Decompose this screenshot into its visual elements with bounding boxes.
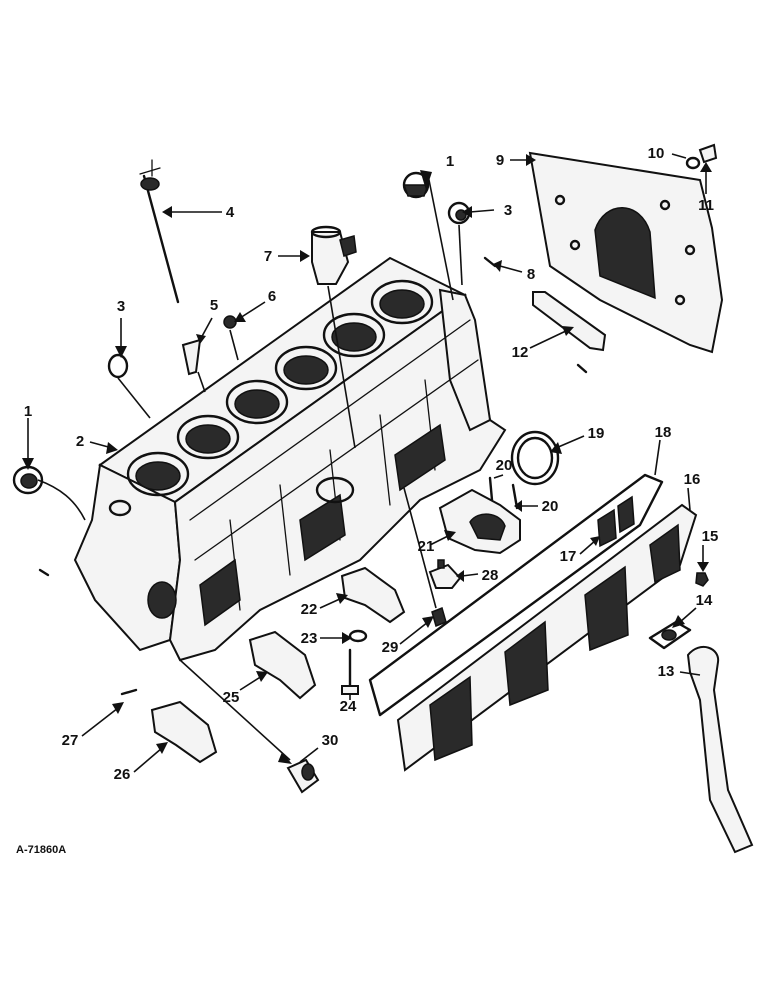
dowel-pin-upper	[483, 256, 497, 268]
callout-3-right: 3	[504, 202, 512, 219]
callout-5: 5	[210, 297, 218, 314]
water-outlet-housing	[310, 225, 357, 285]
callout-16: 16	[684, 471, 701, 488]
cylinder-block	[73, 256, 507, 662]
callout-8: 8	[527, 266, 535, 283]
dipstick-tube	[181, 338, 202, 376]
callout-6: 6	[268, 288, 276, 305]
callout-26: 26	[114, 766, 131, 783]
callout-9: 9	[496, 152, 504, 169]
callout-18: 18	[655, 424, 672, 441]
rear-bearing-cap	[438, 488, 521, 555]
bolt-left	[488, 476, 494, 502]
main-bearing-bolt	[341, 648, 359, 695]
callout-13: 13	[658, 663, 675, 680]
side-cover-gasket	[368, 473, 664, 717]
callout-1-upper: 1	[446, 153, 454, 170]
cap-screw	[698, 143, 718, 164]
callout-22: 22	[301, 601, 318, 618]
callout-labels: 1 1 2 3 3 4 5 6 7 8 9 10 11 12 13 14 15 …	[24, 145, 719, 783]
dowel-pin-left	[38, 568, 50, 577]
callout-29: 29	[382, 639, 399, 656]
callout-23: 23	[301, 630, 318, 647]
dowel-pin-lower	[576, 363, 588, 374]
rear-plate	[528, 151, 724, 354]
breather-tube	[686, 645, 754, 854]
callout-20-left: 20	[496, 457, 513, 474]
dowel	[120, 688, 138, 696]
reinforcing-strip	[532, 291, 607, 352]
rear-seal-ring	[510, 430, 560, 486]
callout-21: 21	[418, 538, 435, 555]
callout-7: 7	[264, 248, 272, 265]
callout-25: 25	[223, 689, 240, 706]
callout-11: 11	[698, 197, 714, 214]
oil-pressure-sender	[428, 559, 462, 589]
lock-washer	[685, 156, 701, 170]
callout-24: 24	[340, 698, 357, 715]
callout-15: 15	[702, 528, 719, 545]
drawing-number: A-71860A	[16, 844, 66, 856]
expansion-plug-upper	[402, 171, 430, 199]
hex-nut	[695, 572, 709, 587]
rear-seal-left	[12, 465, 44, 495]
callout-27: 27	[62, 732, 79, 749]
bolt-right	[511, 483, 519, 510]
callout-4: 4	[226, 204, 235, 221]
cover-plates	[597, 495, 635, 548]
elbow	[431, 606, 447, 628]
main-bearing-cap	[248, 630, 317, 700]
breather-gasket	[648, 620, 692, 650]
callout-14: 14	[696, 592, 713, 609]
callout-10: 10	[648, 145, 665, 162]
expansion-plug-left	[107, 353, 129, 379]
callout-3-left: 3	[117, 298, 125, 315]
bushing	[286, 758, 320, 794]
callout-19: 19	[588, 425, 605, 442]
callout-12: 12	[512, 344, 529, 361]
callout-28: 28	[482, 567, 499, 584]
side-cover	[396, 503, 698, 772]
washer	[348, 629, 368, 643]
callout-20-right: 20	[542, 498, 559, 515]
callout-2: 2	[76, 433, 84, 450]
callout-1-left: 1	[24, 403, 32, 420]
callout-30: 30	[322, 732, 339, 749]
callout-17: 17	[560, 548, 577, 565]
dipstick	[139, 159, 180, 304]
front-bearing-cap	[150, 700, 218, 764]
leader-lines	[22, 153, 712, 773]
intermediate-bearing-cap	[340, 566, 406, 624]
